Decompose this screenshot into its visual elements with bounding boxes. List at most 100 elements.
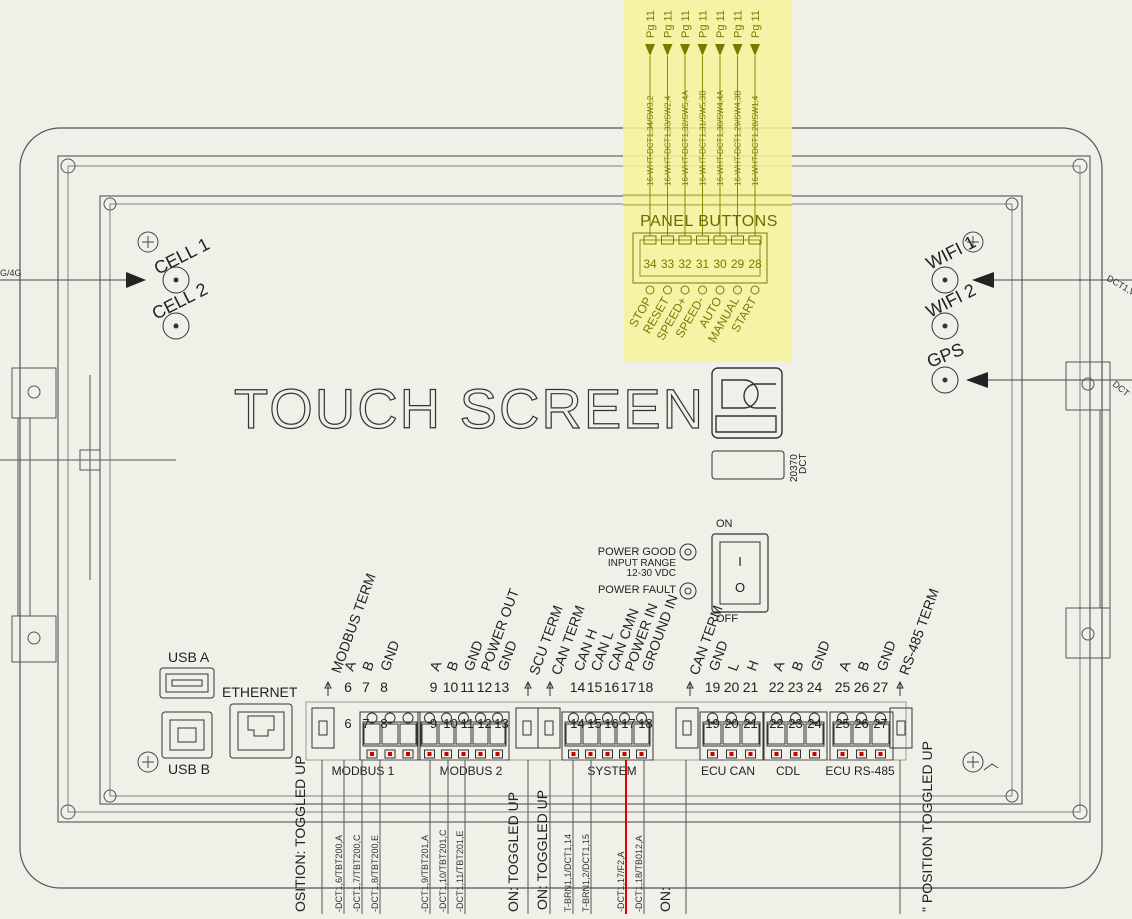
ecu-can-terminal-block[interactable] [699,711,764,761]
terminal-cell [363,723,381,745]
terminal-cell-number: 17 [621,716,635,731]
terminal-cell-number: 19 [705,716,719,731]
terminal-slot [568,749,579,759]
terminal-slot [475,749,486,759]
terminal-screw [856,712,867,724]
terminal-cell [852,723,871,745]
terminal-cell [871,723,890,745]
panel-pin-number: 29 [731,257,745,271]
terminal-screw [636,712,647,724]
panel-pin-number: 31 [696,257,710,271]
field-wire-label: -DCT1,8/TBT200,E [370,835,380,912]
display-frame-2 [109,203,1013,797]
scu-term-switch[interactable] [515,707,539,749]
terminal-pin-number: 12 [477,679,493,695]
terminal-signal-name: B [788,659,806,673]
terminal-screw [441,712,452,724]
antenna-wifi1[interactable]: WIFI 1 [923,232,1132,294]
terminal-pin-number: 7 [362,679,370,695]
terminal-screw [458,712,469,724]
ethernet-label: ETHERNET [222,684,298,700]
terminal-pin-dot [639,752,644,756]
panel-page-ref: Pg 11 [715,10,727,38]
usb-b-label: USB B [168,761,210,777]
field-wire-label: T-BRN1,2/DCT1,15 [581,834,591,912]
terminal-cell-number: 20 [724,716,738,731]
terminal-cell-number: 14 [570,716,584,731]
terminal-cell [703,723,722,745]
terminal-slot [745,749,756,759]
terminal-pin-number: 25 [835,679,851,695]
panel-pin-socket [643,235,657,245]
terminal-pin-dot [793,752,798,756]
ethernet-port[interactable] [229,703,293,759]
right-wire-text-2: DCT [1111,379,1132,399]
terminal-cell-number: 7 [362,716,369,731]
terminal-cell-number: 15 [587,716,601,731]
terminal-signal-name: B [443,659,461,673]
antenna-cell2[interactable]: CELL 2 [149,279,211,340]
terminal-signal-name: GND [807,638,833,673]
terminal-pin-dot [812,752,817,756]
terminal-cell-number: 10 [443,716,457,731]
terminal-cell-number: 24 [807,716,821,731]
field-wire-label: -DCT1,18/TB012,A [634,835,644,912]
terminal-cell-number: 9 [430,716,437,731]
field-wire-label: -DCT1,6/TBT200,A [334,835,344,912]
can-term-switch-1[interactable] [537,707,561,749]
antenna-wifi2[interactable]: WIFI 2 [923,280,979,340]
terminal-signal-name: L [724,660,742,673]
panel-wire-arrow [732,44,743,56]
rs485-term-switch[interactable] [889,707,913,749]
modbus-term-switch[interactable] [311,707,335,749]
terminal-slot [441,749,452,759]
terminal-screw [619,712,630,724]
terminal-cell [438,723,455,745]
terminal-cell [582,723,599,745]
terminal-screw [602,712,613,724]
antenna-cell1[interactable]: CELL 1 [0,234,213,294]
terminal-pin-dot [588,752,593,756]
inner-bezel [57,155,1091,823]
can-term-switch-2[interactable] [675,707,699,749]
terminal-screw [837,712,848,724]
panel-wire-arrow [715,44,725,56]
display-frame [99,195,1023,805]
dc-logo-icon [711,367,783,439]
terminal-pin-dot [859,752,864,756]
terminal-cell [833,723,852,745]
terminal-cell-number: 25 [835,716,849,731]
terminal-signal-name: A [769,658,787,673]
terminal-slot [726,749,737,759]
terminal-pin-dot [710,752,715,756]
terminal-slot [424,749,435,759]
antenna-gps[interactable]: GPS [924,339,1132,394]
power-switch[interactable]: I O [711,533,769,613]
terminal-slot [602,749,613,759]
terminal-slot [809,749,820,759]
terminal-cell-number: 26 [854,716,868,731]
terminal-cell [472,723,489,745]
panel-wire-arrow [645,44,655,56]
terminal-pin-number: 14 [570,679,586,695]
terminal-screw [790,712,801,724]
note-2: ON: TOGGLED UP [505,792,521,912]
terminal-pin-dot [478,752,483,756]
panel-page-ref: Pg 11 [698,10,710,38]
terminal-pin-dot [370,752,374,756]
terminal-pin-number: 9 [430,679,438,695]
panel-wire-label: 16-WHT-DCT1,32/SW5,4A [681,90,690,186]
note-5: " POSITION TOGGLED UP [919,741,935,912]
terminal-cell [722,723,741,745]
usb-a-port[interactable] [159,667,215,699]
modbus2-terminal-block[interactable] [417,711,510,761]
terminal-screw [366,712,378,724]
panel-wire-label: 16-WHT-DCT1,34/SW3,2 [646,95,655,186]
terminal-slot [402,749,414,759]
terminal-pin-number: 20 [724,679,740,695]
field-wire-label: -DCT1,17/F2,A [616,851,626,912]
terminal-pin-number: 23 [788,679,804,695]
usb-b-port[interactable] [161,711,213,759]
